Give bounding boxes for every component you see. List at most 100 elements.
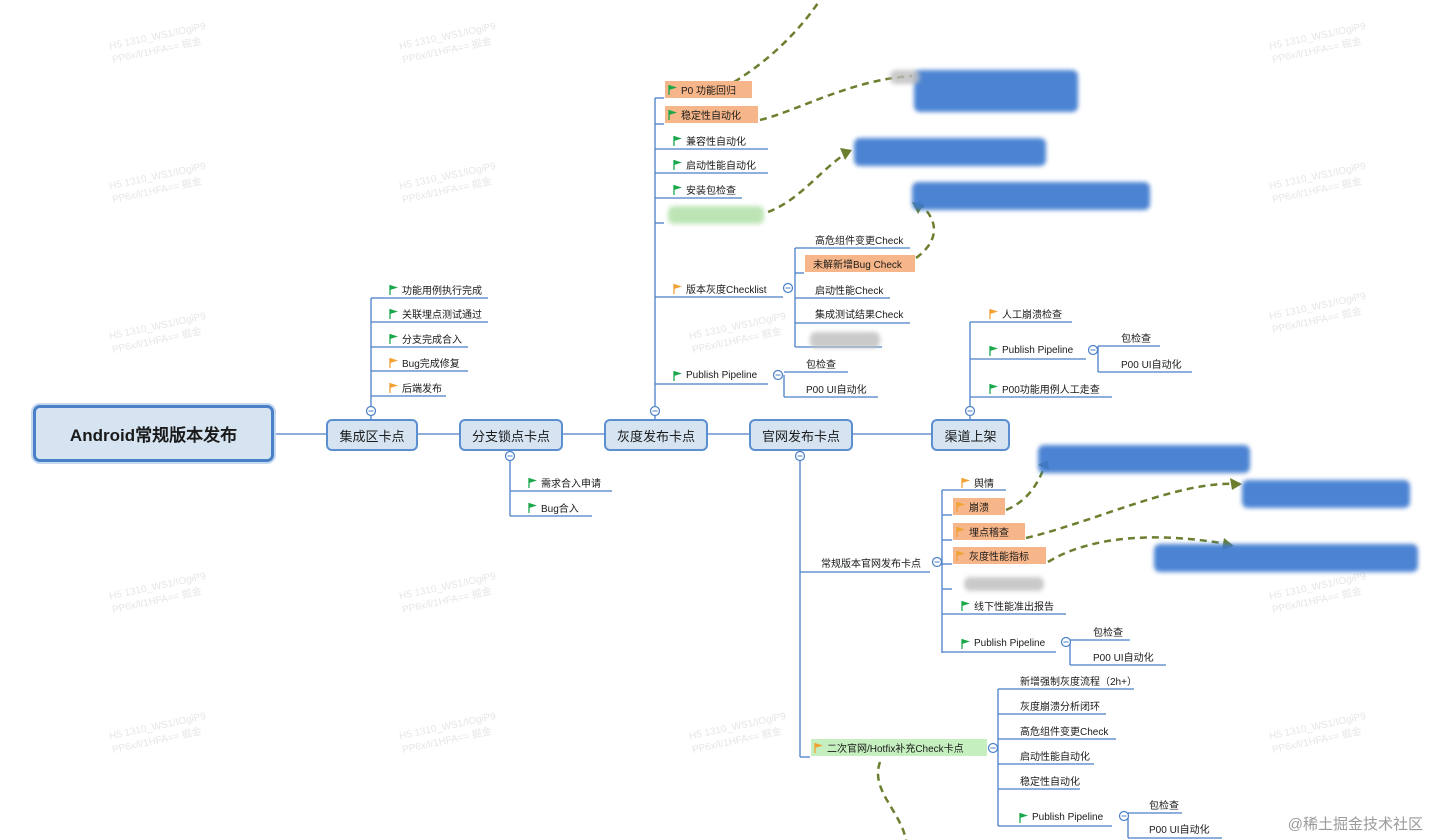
official-second-node[interactable]: 二次官网/Hotfix补充Check卡点 [811,739,987,756]
site-watermark: @稀土掘金技术社区 [1287,816,1423,833]
green-flag-icon [989,345,999,356]
integration-check-label: 功能用例执行完成 [402,286,482,297]
green-flag-icon [673,184,683,195]
gray-checklist-item[interactable]: 集成测试结果Check [815,310,904,321]
orange-flag-icon [961,477,971,488]
branch-lock-check[interactable]: Bug合入 [525,499,582,516]
green-flag-icon [389,308,399,319]
official-regular-check[interactable]: 埋点稽查 [953,523,1025,540]
gray-checklist-item[interactable]: 高危组件变更Check [815,236,904,247]
channel-pipeline-label: Publish Pipeline [1002,345,1074,356]
gray-check[interactable]: 安装包检查 [670,181,739,198]
official-second-item[interactable]: 稳定性自动化 [1020,777,1080,788]
official-regular-check-label: 线下性能准出报告 [974,602,1054,613]
stage-gray-release[interactable]: 灰度发布卡点 [604,419,708,451]
green-flag-icon [961,638,971,649]
gray-pipeline-item[interactable]: 包检查 [806,360,836,371]
orange-flag-icon [989,308,999,319]
green-flag-icon [673,135,683,146]
redacted-node [668,206,764,224]
green-flag-icon [389,284,399,295]
gray-checklist-item[interactable]: 未解新增Bug Check [805,255,915,272]
redacted-node [1038,445,1250,473]
official-regular-node[interactable]: 常规版本官网发布卡点 [821,559,921,570]
root-topic[interactable]: Android常规版本发布 [33,405,274,462]
stage-channel-listing[interactable]: 渠道上架 [931,419,1010,451]
branch-lock-check-label: Bug合入 [541,504,579,515]
gray-pipeline-label: Publish Pipeline [686,370,758,381]
official-second-pipeline-item[interactable]: P00 UI自动化 [1149,825,1210,836]
gray-checklist-node[interactable]: 版本灰度Checklist [670,280,770,297]
gray-check[interactable]: P0 功能回归 [665,81,752,98]
integration-check-label: 关联埋点测试通过 [402,310,482,321]
gray-checklist-item[interactable]: 启动性能Check [815,286,884,297]
orange-flag-icon [673,283,683,294]
integration-check[interactable]: 功能用例执行完成 [386,281,485,298]
gray-check-label: 安装包检查 [686,186,736,197]
official-second-item[interactable]: 新增强制灰度流程（2h+） [1020,677,1137,688]
official-second-pipeline-node[interactable]: Publish Pipeline [1016,809,1106,826]
redacted-node [810,332,880,348]
green-flag-icon [668,109,678,120]
stage-branch-lock[interactable]: 分支锁点卡点 [459,419,563,451]
orange-flag-icon [389,382,399,393]
integration-check[interactable]: Bug完成修复 [386,354,463,371]
channel-check-label: 人工崩溃检查 [1002,310,1062,321]
official-regular-check-label: 崩溃 [969,503,989,514]
official-regular-check[interactable]: 崩溃 [953,498,1005,515]
redacted-node [1154,544,1418,572]
green-flag-icon [1019,812,1029,823]
channel-pipeline-item[interactable]: 包检查 [1121,334,1151,345]
gray-check[interactable]: 兼容性自动化 [670,132,749,149]
official-regular-pipeline-node[interactable]: Publish Pipeline [958,635,1048,652]
official-second-item[interactable]: 灰度崩溃分析闭环 [1020,702,1100,713]
channel-pipeline-node[interactable]: Publish Pipeline [986,342,1076,359]
orange-flag-icon [389,357,399,368]
integration-check-label: 分支完成合入 [402,335,462,346]
official-second-item[interactable]: 高危组件变更Check [1020,727,1109,738]
channel-check[interactable]: P00功能用例人工走查 [986,380,1103,397]
green-flag-icon [961,600,971,611]
official-second-pipeline-item[interactable]: 包检查 [1149,801,1179,812]
redacted-node [912,182,1150,210]
branch-lock-check[interactable]: 需求合入申请 [525,474,604,491]
green-flag-icon [673,159,683,170]
orange-flag-icon [956,501,966,512]
gray-pipeline-item[interactable]: P00 UI自动化 [806,385,867,396]
official-regular-check[interactable]: 线下性能准出报告 [958,597,1057,614]
green-flag-icon [989,383,999,394]
official-regular-check-label: 舆情 [974,479,994,490]
official-regular-check[interactable]: 灰度性能指标 [953,547,1046,564]
official-regular-check-label: 埋点稽查 [969,528,1009,539]
channel-check[interactable]: 人工崩溃检查 [986,305,1065,322]
gray-check[interactable]: 稳定性自动化 [665,106,758,123]
redacted-node [914,70,1078,112]
integration-check-label: 后端发布 [402,384,442,395]
official-regular-pipeline-item[interactable]: 包检查 [1093,628,1123,639]
official-regular-check[interactable]: 舆情 [958,474,997,491]
orange-flag-icon [956,526,966,537]
official-second-pipeline-label: Publish Pipeline [1032,812,1104,823]
official-regular-check-label: 灰度性能指标 [969,552,1029,563]
gray-check-label: 稳定性自动化 [681,111,741,122]
green-flag-icon [673,370,683,381]
integration-check[interactable]: 分支完成合入 [386,330,465,347]
orange-flag-icon [814,742,824,753]
channel-pipeline-item[interactable]: P00 UI自动化 [1121,360,1182,371]
stage-integration[interactable]: 集成区卡点 [326,419,418,451]
green-flag-icon [528,477,538,488]
stage-official-release[interactable]: 官网发布卡点 [749,419,853,451]
integration-check[interactable]: 关联埋点测试通过 [386,305,485,322]
official-second-label: 二次官网/Hotfix补充Check卡点 [827,744,964,755]
official-regular-pipeline-item[interactable]: P00 UI自动化 [1093,653,1154,664]
integration-check-label: Bug完成修复 [402,359,460,370]
gray-checklist-label: 版本灰度Checklist [686,285,767,296]
gray-check-label: 启动性能自动化 [686,161,756,172]
official-second-item[interactable]: 启动性能自动化 [1020,752,1090,763]
gray-pipeline-node[interactable]: Publish Pipeline [670,367,760,384]
redacted-node [890,70,920,84]
channel-check-label: P00功能用例人工走查 [1002,385,1100,396]
integration-check[interactable]: 后端发布 [386,379,445,396]
green-flag-icon [668,84,678,95]
gray-check[interactable]: 启动性能自动化 [670,156,759,173]
